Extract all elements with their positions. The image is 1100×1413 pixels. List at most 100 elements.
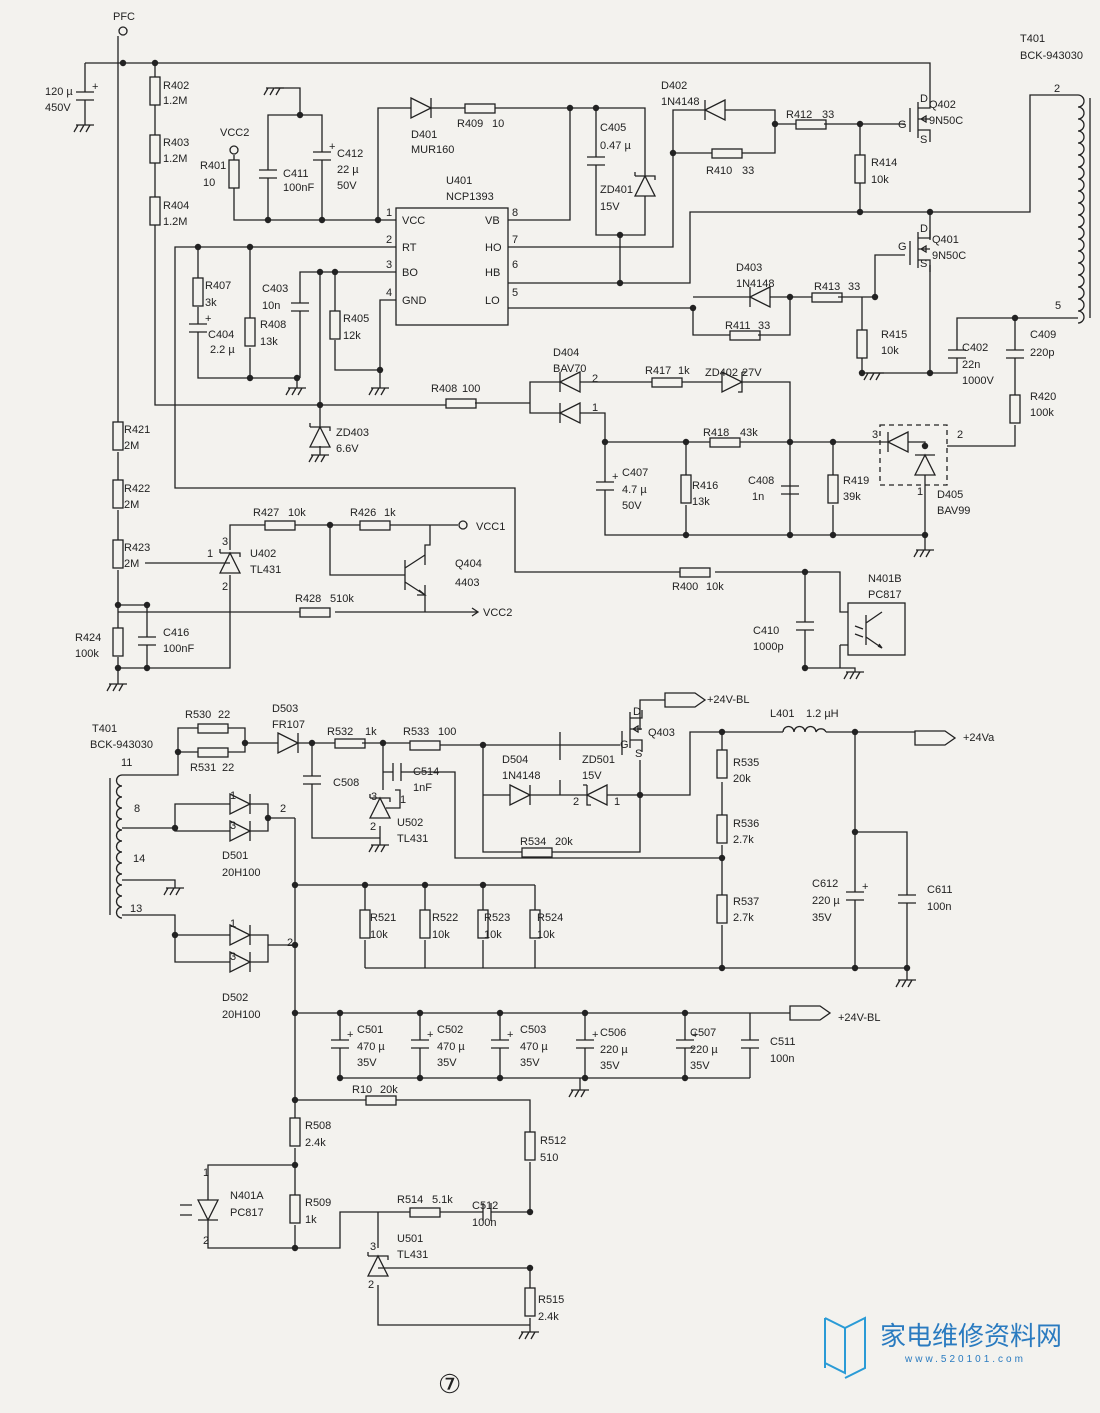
- label-parts-d402-0: D402: [661, 80, 687, 92]
- ground-icon: [73, 124, 94, 133]
- label-parts-c501-0: C501: [357, 1024, 383, 1036]
- label-parts-d405-1: BAV99: [937, 505, 970, 517]
- junction-dot: [326, 521, 334, 529]
- label-parts-r426-1: 1k: [384, 507, 396, 519]
- resistor-r515: [524, 1287, 536, 1317]
- label-parts-q403-2: G: [620, 739, 629, 751]
- junction-dot: [308, 739, 316, 747]
- transformer-t401-secondary: [115, 774, 123, 919]
- label-parts-d502-1: 20H100: [222, 1009, 261, 1021]
- resistor-r10: [365, 1095, 397, 1106]
- junction-dot: [581, 1009, 589, 1017]
- label-parts-t401b-5: 13: [130, 903, 142, 915]
- diode-d504: [509, 783, 532, 807]
- ground-icon: [568, 1089, 589, 1098]
- label-parts-r403-0: R403: [163, 137, 189, 149]
- label-parts-q401-1: 9N50C: [932, 250, 966, 262]
- terminal-icon[interactable]: [118, 26, 128, 36]
- junction-dot: [616, 231, 624, 239]
- net-connector-icon[interactable]: [789, 1005, 832, 1021]
- capacitor-c405: [587, 156, 605, 166]
- label-parts-c410-1: 1000p: [753, 641, 784, 653]
- label-nets-v24a: +24Va: [963, 732, 995, 744]
- junction-dot: [871, 293, 879, 301]
- label-parts-t401a-3: 5: [1055, 300, 1061, 312]
- label-parts-c514-0: C514: [413, 766, 439, 778]
- capacitor-c410: [796, 621, 814, 631]
- label-parts-r405-0: R405: [343, 313, 369, 325]
- label-parts-d503-1: FR107: [272, 719, 305, 731]
- label-parts-c403-0: C403: [262, 283, 288, 295]
- net-connector-icon[interactable]: [914, 730, 957, 746]
- label-parts-cbulk-0: 120 µ: [45, 86, 73, 98]
- label-nets-vcc2_top: VCC2: [220, 127, 249, 139]
- label-parts-r534-0: R534: [520, 836, 546, 848]
- junction-dot: [376, 366, 384, 374]
- capacitor-cbulk: [76, 91, 94, 101]
- diode-d502b: [229, 950, 252, 974]
- label-parts-r401-1: 10: [203, 177, 215, 189]
- label-parts-r532-0: R532: [327, 726, 353, 738]
- label-parts-r423-0: R423: [124, 542, 150, 554]
- junction-dot: [336, 1074, 344, 1082]
- label-parts-r534-1: 20k: [555, 836, 573, 848]
- label-parts-r416-0: R416: [692, 480, 718, 492]
- zener-u402: [218, 549, 242, 574]
- label-parts-r523-1: 10k: [484, 929, 502, 941]
- optocoupler-n401b: [847, 602, 906, 656]
- polarity-plus-icon: +: [205, 313, 211, 325]
- label-u401-pins-5-name: HO: [485, 242, 502, 254]
- label-parts-r420-0: R420: [1030, 391, 1056, 403]
- label-parts-n401a-3: 2: [203, 1235, 209, 1247]
- terminal-icon[interactable]: [458, 520, 468, 530]
- net-connector-icon[interactable]: [664, 692, 707, 708]
- resistor-r418: [709, 437, 741, 448]
- label-parts-r416-1: 13k: [692, 496, 710, 508]
- label-parts-c407-1: 4.7 µ: [622, 484, 647, 496]
- label-parts-c508-0: C508: [333, 777, 359, 789]
- label-parts-d502-2: 1: [230, 918, 236, 930]
- label-parts-t401b-0: T401: [92, 723, 117, 735]
- resistor-r407: [192, 277, 204, 307]
- label-parts-r523-0: R523: [484, 912, 510, 924]
- junction-dot: [264, 814, 272, 822]
- diode-d402: [703, 98, 726, 122]
- label-parts-r424-1: 100k: [75, 648, 99, 660]
- resistor-r531: [197, 747, 229, 758]
- junction-dot: [851, 964, 859, 972]
- resistor-r508: [289, 1117, 301, 1147]
- label-parts-r535-1: 20k: [733, 773, 751, 785]
- diode-d405a: [886, 430, 909, 454]
- label-nets-vcc1: VCC1: [476, 521, 505, 533]
- label-parts-c507-0: C507: [690, 1027, 716, 1039]
- terminal-icon[interactable]: [229, 145, 239, 155]
- junction-dot: [331, 268, 339, 276]
- label-parts-r402-1: 1.2M: [163, 95, 187, 107]
- label-parts-r424-0: R424: [75, 632, 101, 644]
- label-parts-r412-1: 33: [822, 109, 834, 121]
- label-parts-d503-0: D503: [272, 703, 298, 715]
- label-parts-d404-1: BAV70: [553, 363, 586, 375]
- junction-dot: [114, 664, 122, 672]
- label-parts-d402-1: 1N4148: [661, 96, 700, 108]
- resistor-r523: [477, 909, 489, 939]
- junction-dot: [246, 243, 254, 251]
- label-parts-u402-1: TL431: [250, 564, 281, 576]
- resistor-r422: [112, 479, 124, 509]
- junction-dot: [566, 104, 574, 112]
- label-parts-r408b-0: R408: [431, 383, 457, 395]
- polarity-plus-icon: +: [692, 1029, 698, 1041]
- junction-dot: [851, 828, 859, 836]
- resistor-r415: [856, 329, 868, 359]
- label-parts-r536-0: R536: [733, 818, 759, 830]
- label-parts-q404-0: Q404: [455, 558, 482, 570]
- resistor-r414: [854, 154, 866, 184]
- label-parts-t401a-0: T401: [1020, 33, 1045, 45]
- resistor-r428: [299, 607, 331, 618]
- zener-zd501: [583, 783, 608, 807]
- label-parts-u501-1: TL431: [397, 1249, 428, 1261]
- junction-dot: [119, 59, 127, 67]
- label-parts-r514-0: R514: [397, 1194, 423, 1206]
- label-parts-r428-0: R428: [295, 593, 321, 605]
- label-parts-zd402-0: ZD402: [705, 367, 738, 379]
